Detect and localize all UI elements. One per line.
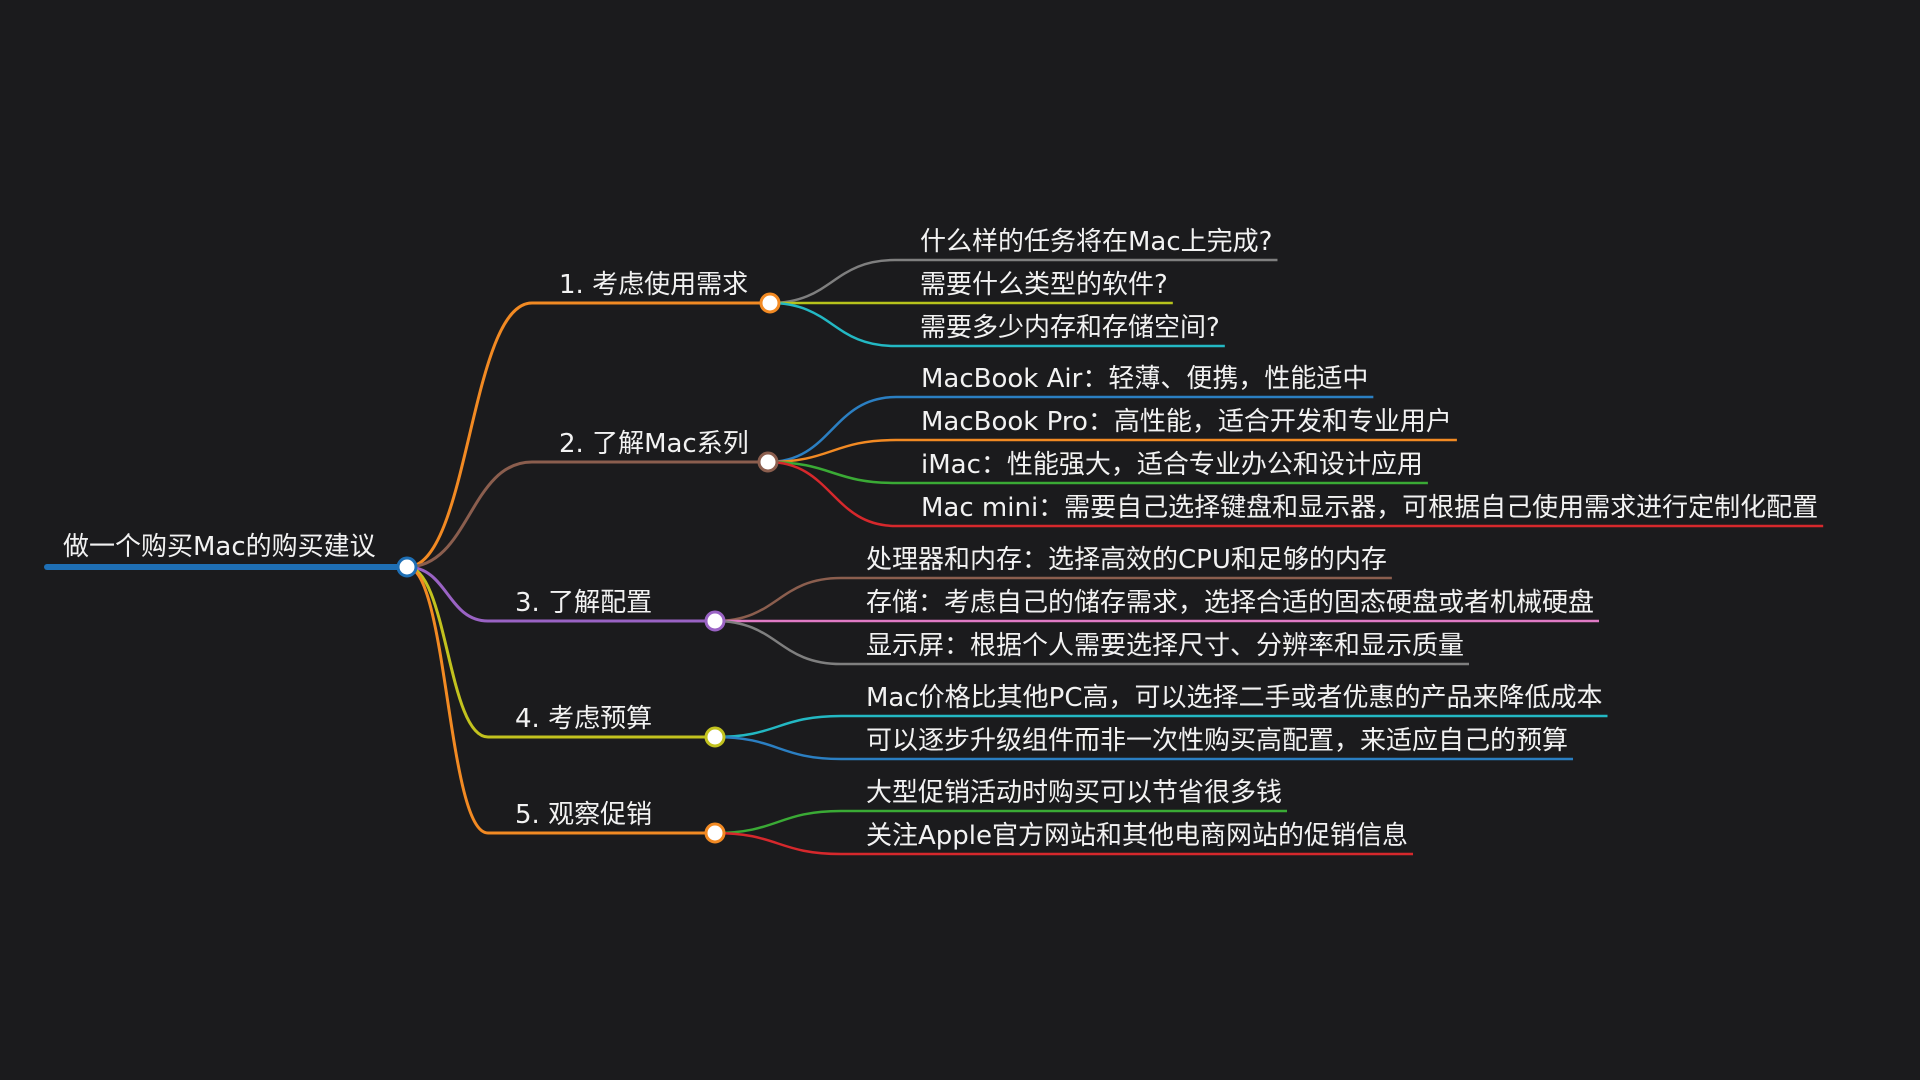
leaf-connector [714,831,1414,856]
collapse-toggle[interactable] [704,822,726,844]
leaf-connector [714,735,1574,761]
branch-connector [406,301,770,569]
branch-connector [406,565,715,739]
leaf-topic[interactable]: MacBook Pro：高性能，适合开发和专业用户 [921,407,1452,437]
leaf-topic[interactable]: 需要多少内存和存储空间? [920,313,1220,343]
leaf-topic[interactable]: 处理器和内存：选择高效的CPU和足够的内存 [866,545,1387,575]
branch-topic[interactable]: 2. 了解Mac系列 [559,429,749,459]
leaf-connector [767,395,1374,464]
leaf-topic[interactable]: 存储：考虑自己的储存需求，选择合适的固态硬盘或者机械硬盘 [866,588,1594,618]
collapse-toggle[interactable] [704,726,726,748]
leaf-topic[interactable]: 关注Apple官方网站和其他电商网站的促销信息 [866,821,1408,851]
leaf-topic[interactable]: 显示屏：根据个人需要选择尺寸、分辨率和显示质量 [866,631,1464,661]
leaf-topic[interactable]: 什么样的任务将在Mac上完成? [920,227,1272,257]
leaf-topic[interactable]: Mac mini：需要自己选择键盘和显示器，可根据自己使用需求进行定制化配置 [921,493,1818,523]
leaf-connector [769,301,1225,348]
root-collapse-toggle[interactable] [396,556,418,578]
leaf-topic[interactable]: Mac价格比其他PC高，可以选择二手或者优惠的产品来降低成本 [866,683,1603,713]
label-layer: 做一个购买Mac的购买建议 1. 考虑使用需求 什么样的任务将在Mac上完成? 需要什… [63,227,1818,851]
leaf-topic[interactable]: 大型促销活动时购买可以节省很多钱 [866,778,1282,808]
leaf-connector [714,619,1470,666]
leaf-topic[interactable]: 需要什么类型的软件? [920,270,1168,300]
node-layer [396,292,781,844]
leaf-topic[interactable]: 可以逐步升级组件而非一次性购买高配置，来适应自己的预算 [866,726,1568,756]
branch-connector [406,565,715,623]
collapse-toggle[interactable] [757,451,779,473]
leaf-connector [769,258,1278,305]
branch-connector [406,565,715,835]
branch-topic[interactable]: 1. 考虑使用需求 [559,270,748,300]
branch-topic[interactable]: 5. 观察促销 [515,800,652,830]
leaf-connector [714,809,1288,835]
leaf-connector [767,438,1457,464]
branch-topic[interactable]: 4. 考虑预算 [515,704,652,734]
connector-layer [44,258,1824,856]
root-topic[interactable]: 做一个购买Mac的购买建议 [63,532,376,562]
leaf-connector [767,460,1824,528]
collapse-toggle[interactable] [704,610,726,632]
leaf-connector [714,714,1608,739]
leaf-connector [767,460,1428,485]
collapse-toggle[interactable] [759,292,781,314]
branch-connector [406,460,768,569]
leaf-connector [714,576,1392,623]
branch-topic[interactable]: 3. 了解配置 [515,588,652,618]
leaf-topic[interactable]: MacBook Air：轻薄、便携，性能适中 [921,364,1368,394]
leaf-topic[interactable]: iMac：性能强大，适合专业办公和设计应用 [921,450,1423,480]
